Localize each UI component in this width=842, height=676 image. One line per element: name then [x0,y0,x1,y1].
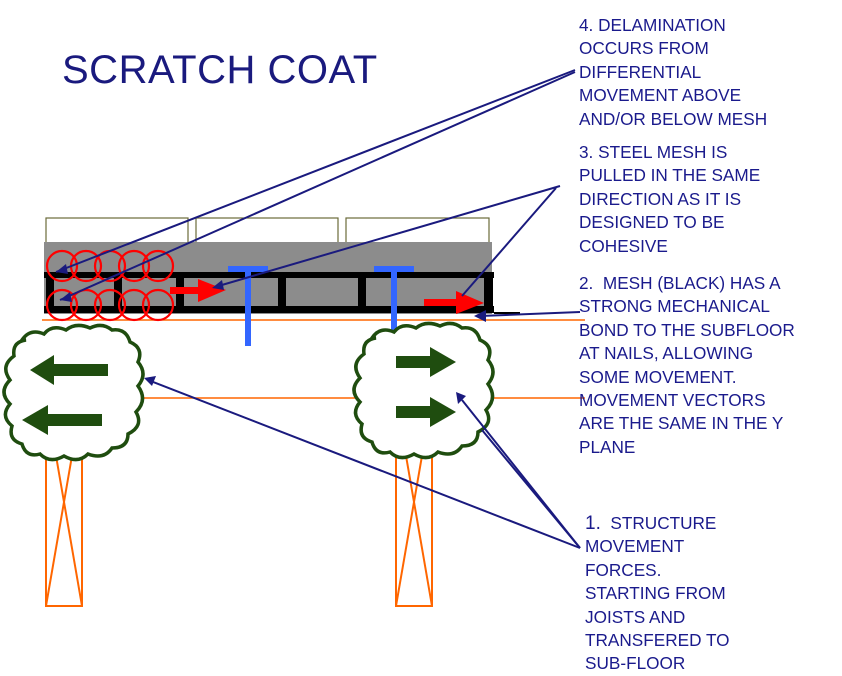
note-line: SOME MOVEMENT. [579,366,737,387]
note-line: AND/OR BELOW MESH [579,108,768,129]
note-line: OCCURS FROM [579,38,709,59]
note-line: AT NAILS, ALLOWING [579,343,754,364]
leader-arrowheads [56,264,486,404]
mesh-top-strand [44,272,494,278]
mesh-bottom-strand [44,306,494,313]
note-line: STRUCTURE [600,513,717,533]
note-line: DIFFERENTIAL [579,61,702,82]
note-line: FORCES. [585,559,662,580]
note-line: MOVEMENT [585,536,685,557]
note-line: COHESIVE [579,235,668,256]
note-line: 3. STEEL MESH IS [579,142,728,162]
leader-lines [55,69,581,549]
note-delamination: 4. DELAMINATION OCCURS FROM DIFFERENTIAL… [579,14,767,131]
note-line: SUB-FLOOR [585,653,686,674]
delamination-circles-lower [45,288,175,322]
note-line: PLANE [579,436,636,457]
note-line: PULLED IN THE SAME [579,165,761,186]
note-steel-mesh: 3. STEEL MESH IS PULLED IN THE SAME DIRE… [579,141,760,258]
note-line: STARTING FROM [585,583,726,604]
nail-right [374,266,414,346]
note-line: ARE THE SAME IN THE Y [579,413,784,434]
note-line: DIRECTION AS IT IS [579,188,742,209]
cloud-left [2,323,145,462]
note-line: 2. MESH (BLACK) HAS A [579,273,781,293]
note-line: STRONG MECHANICAL [579,296,770,317]
nail-left [228,266,268,346]
note-line: MOVEMENT VECTORS [579,390,766,411]
note-line: BOND TO THE SUBFLOOR [579,319,795,340]
green-arrow-left-upper [30,355,108,385]
green-arrow-right-upper [396,347,456,377]
note-structure-movement: 1. STRUCTURE MOVEMENT FORCES. STARTING F… [585,512,730,676]
diagram-title: SCRATCH COAT [62,48,378,92]
red-arrow-left [170,279,226,302]
note-line: DESIGNED TO BE [579,212,725,233]
note-number: 1. [585,513,601,534]
note-mesh-bond: 2. MESH (BLACK) HAS A STRONG MECHANICAL … [579,272,795,459]
note-line: 4. DELAMINATION [579,15,726,35]
note-line: MOVEMENT ABOVE [579,85,742,106]
green-arrow-left-lower [22,405,102,435]
note-line-first: 1. STRUCTURE [585,512,730,535]
red-arrow-right [424,291,484,314]
note-line: JOISTS AND [585,606,686,627]
cloud-right [352,321,495,460]
green-arrow-right-lower [396,397,456,427]
note-line: TRANSFERED TO [585,630,730,651]
delamination-circles-upper [45,249,175,283]
